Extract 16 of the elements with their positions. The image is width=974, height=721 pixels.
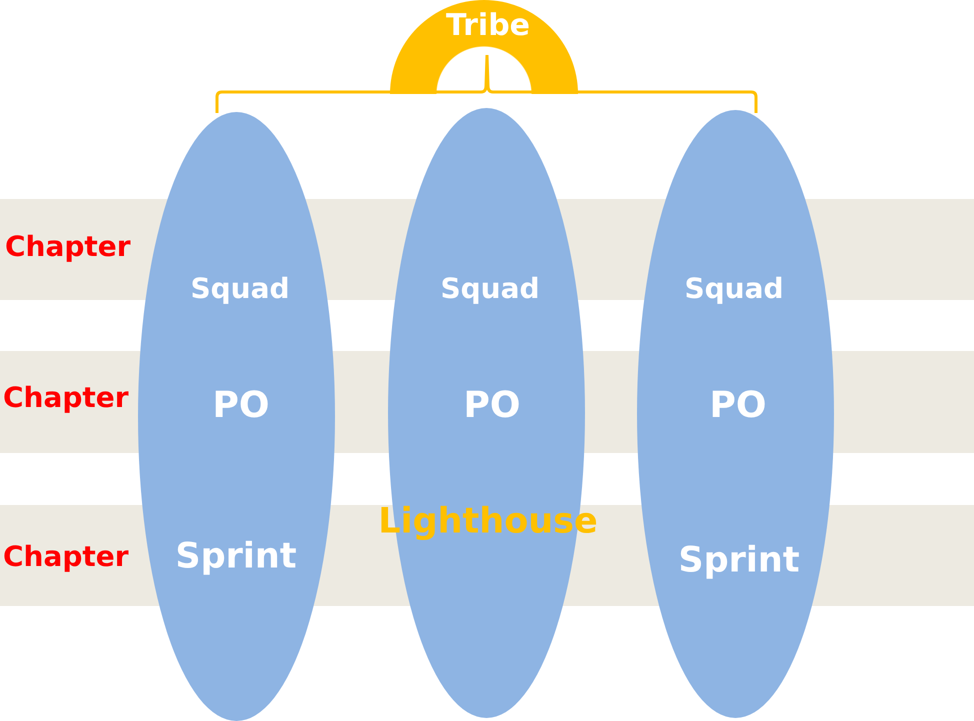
po-label: PO (212, 388, 270, 424)
chapter-label: Chapter (3, 384, 129, 412)
chapter-label: Chapter (3, 543, 129, 571)
tribe-title: Tribe (446, 11, 530, 41)
chapter-band (0, 505, 161, 606)
squad-label: Squad (440, 275, 540, 303)
sprint-label: Sprint (175, 540, 297, 574)
squad-label: Squad (684, 275, 784, 303)
po-label: PO (710, 388, 766, 424)
sprint-label: Sprint (678, 544, 800, 578)
po-label: PO (464, 388, 520, 424)
chapter-label: Chapter (5, 233, 131, 261)
lighthouse-label: Lighthouse (378, 504, 598, 540)
squad-label: Squad (190, 275, 290, 303)
chapter-band (0, 199, 169, 300)
chapter-band (0, 351, 142, 453)
